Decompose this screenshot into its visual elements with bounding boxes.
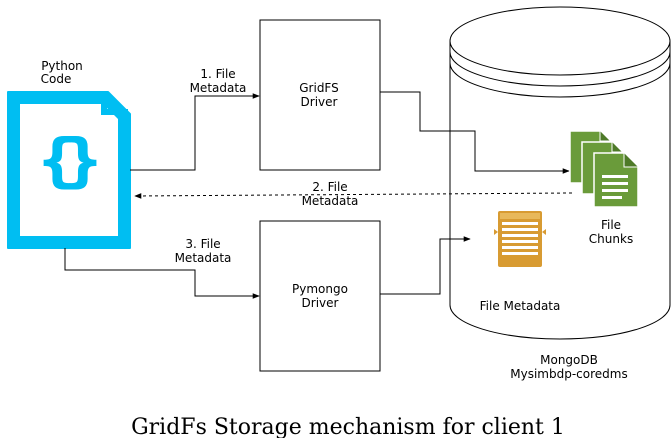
pymongo-driver-label-line1: Pymongo xyxy=(292,282,348,296)
file-chunks-label-line1: File xyxy=(601,218,621,232)
file-chunks-label-line2: Chunks xyxy=(589,232,633,246)
edge-gridfs-to-chunks xyxy=(380,91,570,174)
pymongo-driver-label-line2: Driver xyxy=(302,296,339,310)
mongodb-label-line1: MongoDB xyxy=(540,353,598,367)
mongodb-label-line2: Mysimbdp-coredms xyxy=(510,367,627,381)
diagram-caption: GridFs Storage mechanism for client 1 xyxy=(131,415,565,438)
pymongo-driver-box xyxy=(259,220,381,372)
curly-braces-file-icon: { } xyxy=(7,91,131,249)
edge-python-to-gridfs xyxy=(130,93,260,171)
edge3-label-line2: Metadata xyxy=(175,251,232,265)
edge-python-to-pymongo xyxy=(64,248,260,299)
gridfs-driver-box xyxy=(259,19,381,171)
svg-text:}: } xyxy=(62,126,103,194)
edge2-label-line1: 2. File xyxy=(312,180,347,194)
python-code-label-line2: Code xyxy=(41,72,72,86)
edge1-label-line2: Metadata xyxy=(190,81,247,95)
ledger-icon xyxy=(494,211,546,267)
edge1-label-line1: 1. File xyxy=(200,67,235,81)
edge-chunks-to-python xyxy=(134,192,573,199)
edge-pymongo-to-metadata xyxy=(380,236,471,295)
edge3-label-line1: 3. File xyxy=(185,237,220,251)
file-metadata-label: File Metadata xyxy=(480,299,561,313)
svg-text:{: { xyxy=(36,126,77,194)
gridfs-driver-label-line2: Driver xyxy=(301,95,338,109)
python-code-label-line1: Python xyxy=(41,59,83,73)
document-stack-icon xyxy=(569,130,639,208)
edge2-label-line2: Metadata xyxy=(302,194,359,208)
gridfs-driver-label-line1: GridFS xyxy=(299,81,339,95)
